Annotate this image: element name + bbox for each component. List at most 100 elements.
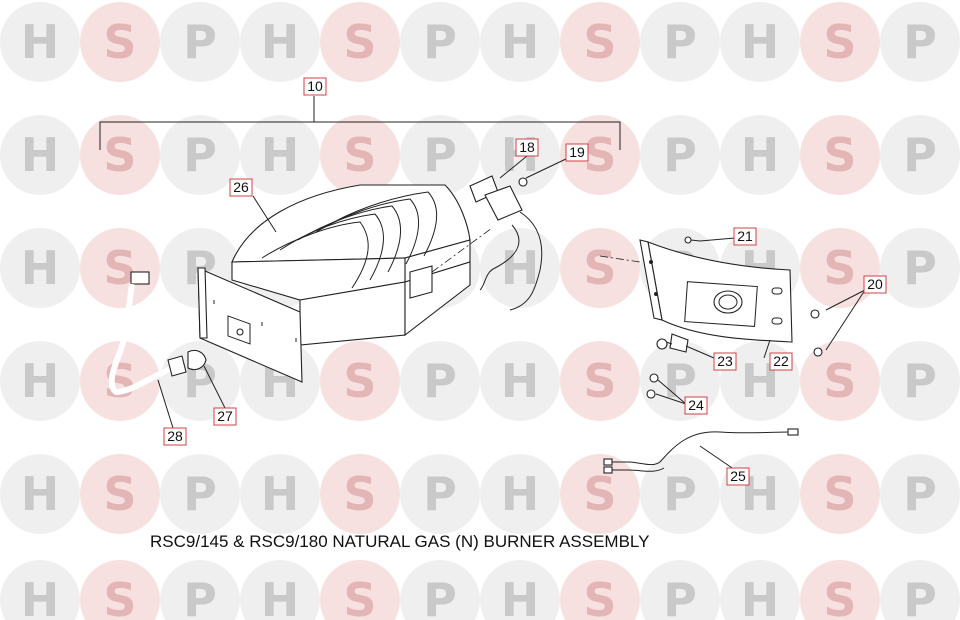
watermark-letter: P — [423, 15, 457, 69]
watermark-circle — [560, 560, 640, 620]
watermark-letter: S — [343, 128, 376, 182]
watermark-circle — [400, 2, 480, 82]
watermark-letter: S — [823, 128, 856, 182]
watermark-circle — [880, 341, 960, 421]
watermark-letter: S — [103, 467, 136, 521]
watermark-circle — [880, 115, 960, 195]
svg-text:22: 22 — [773, 353, 789, 369]
watermark-letter: H — [741, 128, 780, 182]
watermark-letter: H — [261, 573, 300, 620]
svg-text:20: 20 — [867, 276, 883, 292]
watermark-letter: S — [583, 354, 616, 408]
watermark-circle — [640, 454, 720, 534]
watermark-letter: P — [903, 467, 937, 521]
watermark-letter: H — [21, 573, 60, 620]
watermark-circle — [400, 341, 480, 421]
watermark-letter: P — [183, 573, 217, 620]
label-27: 27 — [213, 407, 237, 426]
watermark-circle — [560, 341, 640, 421]
watermark-letter: P — [423, 128, 457, 182]
ignition-lead-part — [603, 428, 799, 474]
watermark-letter: H — [501, 15, 540, 69]
watermark-circle — [0, 2, 80, 82]
watermark-circle — [640, 2, 720, 82]
watermark-letter: S — [823, 15, 856, 69]
watermark-letter: H — [501, 241, 540, 295]
watermark-letter: P — [183, 467, 217, 521]
nuts-part — [646, 373, 659, 399]
watermark-letter: S — [103, 15, 136, 69]
label-28: 28 — [163, 427, 187, 446]
mounting-bracket-part — [599, 239, 793, 343]
watermark-circle — [80, 454, 160, 534]
label-23: 23 — [713, 352, 737, 371]
watermark-circle — [480, 2, 560, 82]
watermark-circle — [880, 454, 960, 534]
front-plate-part — [197, 267, 303, 383]
screws-part — [684, 236, 823, 357]
watermark-letter: S — [823, 573, 856, 620]
svg-text:23: 23 — [717, 353, 733, 369]
watermark-circle — [320, 2, 400, 82]
watermark-circle — [400, 560, 480, 620]
watermark-letter: S — [583, 241, 616, 295]
watermark-letter: S — [343, 573, 376, 620]
watermark-circle — [0, 115, 80, 195]
watermark-circle — [480, 341, 560, 421]
watermark-letter: P — [183, 128, 217, 182]
burner-body-part — [231, 184, 471, 346]
watermark-letter: H — [501, 467, 540, 521]
watermark-letter: S — [103, 128, 136, 182]
watermark-letter: H — [21, 467, 60, 521]
label-22: 22 — [769, 352, 793, 371]
gas-hose-part — [108, 271, 207, 396]
svg-text:19: 19 — [569, 144, 585, 160]
svg-text:24: 24 — [688, 397, 704, 413]
electrode-part — [656, 333, 689, 353]
watermark-circle — [240, 115, 320, 195]
leader-lines — [99, 96, 866, 473]
watermark-letter: H — [21, 354, 60, 408]
watermark-circle — [240, 454, 320, 534]
watermark-letter: H — [261, 128, 300, 182]
watermark-letter: P — [663, 15, 697, 69]
label-18: 18 — [515, 138, 539, 157]
watermark-circle — [720, 2, 800, 82]
label-25: 25 — [726, 467, 750, 486]
watermark-circle — [400, 115, 480, 195]
watermark-circle — [560, 228, 640, 308]
watermark-letter: S — [823, 467, 856, 521]
watermark-letter: S — [583, 15, 616, 69]
watermark-circle — [80, 341, 160, 421]
watermark-letter: S — [103, 573, 136, 620]
watermark-circle — [800, 560, 880, 620]
watermark-circle — [0, 228, 80, 308]
watermark-letter: H — [501, 354, 540, 408]
watermark-circle — [720, 560, 800, 620]
watermark-circle — [800, 228, 880, 308]
watermark-circle — [880, 228, 960, 308]
watermark-letter: H — [21, 241, 60, 295]
watermark-letter: S — [343, 467, 376, 521]
watermark-letter: H — [501, 573, 540, 620]
watermark-circle — [480, 228, 560, 308]
watermark-letter: P — [183, 15, 217, 69]
watermark-letter: P — [423, 354, 457, 408]
watermark-circle — [560, 2, 640, 82]
watermark-letter: H — [261, 15, 300, 69]
label-26: 26 — [229, 178, 253, 197]
watermark-circle — [0, 341, 80, 421]
watermark-circle — [80, 2, 160, 82]
svg-text:21: 21 — [737, 228, 753, 244]
svg-text:28: 28 — [167, 428, 183, 444]
watermark-circle — [240, 2, 320, 82]
watermark-circle — [320, 341, 400, 421]
watermark-letter: P — [663, 128, 697, 182]
svg-text:27: 27 — [217, 408, 233, 424]
watermark-circle — [560, 454, 640, 534]
watermark-circle — [880, 2, 960, 82]
svg-text:18: 18 — [519, 139, 535, 155]
watermark-circle — [0, 454, 80, 534]
watermark-circle — [480, 454, 560, 534]
